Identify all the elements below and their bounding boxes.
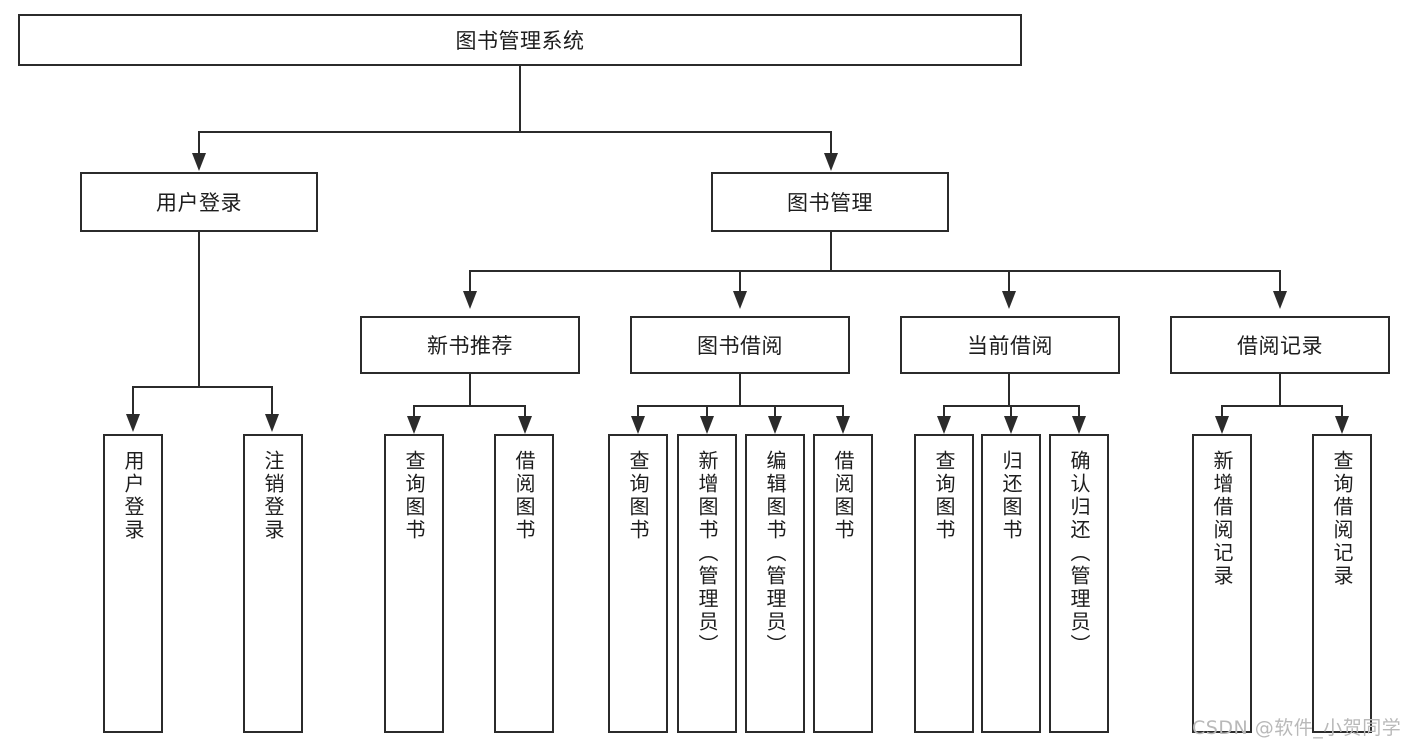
- connector-root-to-book-mgmt: [830, 131, 832, 155]
- node-label: 用户登录: [156, 191, 242, 215]
- node-label: 借阅记录: [1237, 334, 1323, 358]
- leaf-user-login[interactable]: 用户登录: [103, 434, 163, 733]
- node-label: 图书管理系统: [455, 29, 585, 53]
- node-label: 确认归还（管理员）: [1067, 450, 1091, 657]
- connector-book-borrow-bus: [637, 405, 844, 407]
- leaf-bb-add-book-admin[interactable]: 新增图书（管理员）: [677, 434, 737, 733]
- connector-new-book-bus: [413, 405, 526, 407]
- arrowhead-bb-leaf-3: [768, 416, 782, 434]
- node-label: 借阅图书: [512, 450, 536, 542]
- connector-borrow-record-bus: [1221, 405, 1342, 407]
- leaf-cb-confirm-return-admin[interactable]: 确认归还（管理员）: [1049, 434, 1109, 733]
- node-book-borrow[interactable]: 图书借阅: [630, 316, 850, 374]
- connector-root-bus: [198, 131, 832, 133]
- node-label: 注销登录: [261, 450, 285, 542]
- connector-book-mgmt-bus: [469, 270, 1281, 272]
- arrowhead-book-mgmt: [824, 153, 838, 171]
- connector-cb-leaf-2: [1010, 405, 1012, 417]
- arrowhead-leaf-logout: [265, 414, 279, 432]
- arrowhead-nb-leaf-1: [407, 416, 421, 434]
- arrowhead-book-borrow: [733, 291, 747, 309]
- arrowhead-bb-leaf-2: [700, 416, 714, 434]
- arrowhead-bb-leaf-1: [631, 416, 645, 434]
- node-label: 编辑图书（管理员）: [763, 450, 787, 657]
- connector-root-to-user-login: [198, 131, 200, 155]
- connector-new-book-stem: [469, 374, 471, 406]
- connector-root-stem: [519, 66, 521, 132]
- node-label: 当前借阅: [967, 334, 1053, 358]
- connector-book-mgmt-stem: [830, 232, 832, 271]
- leaf-bb-borrow-book[interactable]: 借阅图书: [813, 434, 873, 733]
- connector-to-book-borrow: [739, 270, 741, 292]
- node-book-management[interactable]: 图书管理: [711, 172, 949, 232]
- connector-user-login-stem: [198, 232, 200, 387]
- connector-to-borrow-record: [1279, 270, 1281, 292]
- arrowhead-leaf-user-login: [126, 414, 140, 432]
- node-label: 新增图书（管理员）: [695, 450, 719, 657]
- node-label: 查询图书: [402, 450, 426, 542]
- arrowhead-cb-leaf-2: [1004, 416, 1018, 434]
- node-label: 查询图书: [626, 450, 650, 542]
- arrowhead-user-login: [192, 153, 206, 171]
- node-label: 借阅图书: [831, 450, 855, 542]
- node-label: 新书推荐: [427, 334, 513, 358]
- node-borrow-record[interactable]: 借阅记录: [1170, 316, 1390, 374]
- connector-bb-leaf-3: [774, 405, 776, 417]
- leaf-br-query-record[interactable]: 查询借阅记录: [1312, 434, 1372, 733]
- connector-new-book-leaf-2: [524, 405, 526, 417]
- leaf-logout[interactable]: 注销登录: [243, 434, 303, 733]
- leaf-bb-query-book[interactable]: 查询图书: [608, 434, 668, 733]
- connector-bb-leaf-4: [842, 405, 844, 417]
- node-label: 图书管理: [787, 191, 873, 215]
- arrowhead-br-leaf-2: [1335, 416, 1349, 434]
- arrowhead-cb-leaf-1: [937, 416, 951, 434]
- arrowhead-bb-leaf-4: [836, 416, 850, 434]
- connector-cb-leaf-3: [1078, 405, 1080, 417]
- node-user-login[interactable]: 用户登录: [80, 172, 318, 232]
- node-label: 归还图书: [999, 450, 1023, 542]
- leaf-nb-borrow-book[interactable]: 借阅图书: [494, 434, 554, 733]
- arrowhead-nb-leaf-2: [518, 416, 532, 434]
- connector-book-borrow-stem: [739, 374, 741, 406]
- node-label: 查询图书: [932, 450, 956, 542]
- connector-to-new-book: [469, 270, 471, 292]
- connector-bb-leaf-1: [637, 405, 639, 417]
- leaf-br-add-record[interactable]: 新增借阅记录: [1192, 434, 1252, 733]
- arrowhead-cb-leaf-3: [1072, 416, 1086, 434]
- connector-br-leaf-2: [1341, 405, 1343, 417]
- connector-new-book-leaf-1: [413, 405, 415, 417]
- connector-user-login-leaf-1: [132, 386, 134, 415]
- arrowhead-new-book: [463, 291, 477, 309]
- leaf-bb-edit-book-admin[interactable]: 编辑图书（管理员）: [745, 434, 805, 733]
- leaf-cb-return-book[interactable]: 归还图书: [981, 434, 1041, 733]
- node-root-system[interactable]: 图书管理系统: [18, 14, 1022, 66]
- connector-bb-leaf-2: [706, 405, 708, 417]
- watermark-csdn: CSDN @软件_小贺同学: [1192, 717, 1402, 739]
- connector-br-leaf-1: [1221, 405, 1223, 417]
- node-label: 图书借阅: [697, 334, 783, 358]
- arrowhead-br-leaf-1: [1215, 416, 1229, 434]
- connector-to-current-borrow: [1008, 270, 1010, 292]
- node-new-book-recommend[interactable]: 新书推荐: [360, 316, 580, 374]
- connector-user-login-leaf-2: [271, 386, 273, 415]
- node-label: 新增借阅记录: [1210, 450, 1234, 588]
- connector-borrow-record-stem: [1279, 374, 1281, 406]
- leaf-cb-query-book[interactable]: 查询图书: [914, 434, 974, 733]
- leaf-nb-query-book[interactable]: 查询图书: [384, 434, 444, 733]
- connector-cb-leaf-1: [943, 405, 945, 417]
- node-label: 查询借阅记录: [1330, 450, 1354, 588]
- connector-user-login-bus: [132, 386, 272, 388]
- arrowhead-current-borrow: [1002, 291, 1016, 309]
- node-label: 用户登录: [121, 450, 145, 542]
- node-current-borrow[interactable]: 当前借阅: [900, 316, 1120, 374]
- arrowhead-borrow-record: [1273, 291, 1287, 309]
- connector-current-borrow-stem: [1008, 374, 1010, 406]
